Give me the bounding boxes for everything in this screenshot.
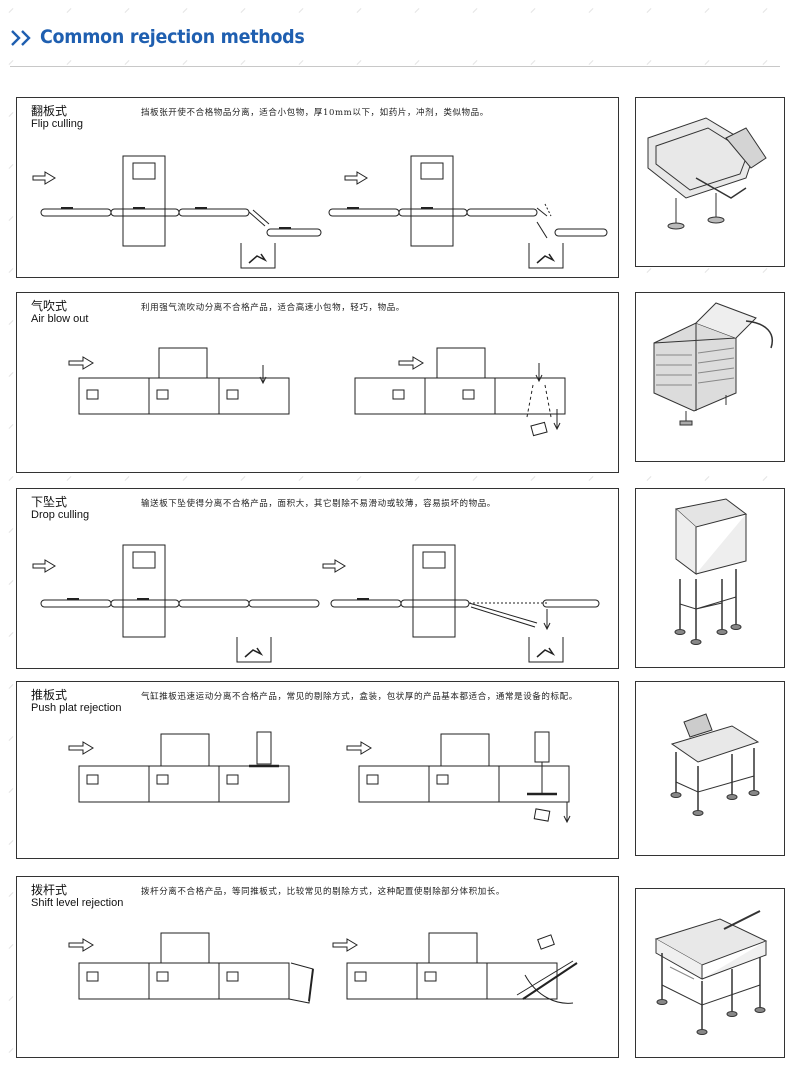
- feed-arrow-icon: [68, 741, 94, 755]
- shift-lever-machine-photo: [635, 888, 785, 1058]
- method-name-cn: 翻板式: [31, 104, 68, 118]
- method-name-en: Drop culling: [31, 509, 90, 521]
- method-name-cn: 推板式: [31, 688, 68, 702]
- section-drop-culling: 下坠式 Drop culling 输送板下坠使得分离不合格产品，面积大，其它剔除…: [16, 488, 619, 669]
- section-flip-culling: 翻板式 Flip culling 挡板张开使不合格物品分离，适合小包物，厚10m…: [16, 97, 619, 278]
- background-dash: [8, 424, 14, 429]
- feed-arrow-icon: [68, 938, 94, 952]
- background-dash: [646, 476, 652, 481]
- flip-culling-machine-photo: [635, 97, 785, 267]
- drop-culling-diagram: [32, 544, 600, 663]
- method-description: 输送板下坠使得分离不合格产品，面积大，其它剔除不易滑动或较薄，容易损坏的物品。: [141, 499, 496, 509]
- feed-arrow-icon: [398, 356, 424, 370]
- method-description: 拨杆分离不合格产品，等同推板式，比较常见的剔除方式，这种配置使剔除部分体积加长。: [141, 887, 506, 897]
- background-dash: [530, 476, 536, 481]
- air-blow-diagram: [68, 347, 566, 437]
- shift-lever-diagram: [68, 932, 578, 1004]
- feed-arrow-icon: [32, 171, 56, 185]
- section-air-blow-out: 气吹式 Air blow out 利用强气流吹动分离不合格产品，适合高速小包物，…: [16, 292, 619, 473]
- background-dash: [8, 944, 14, 949]
- background-dash: [8, 528, 14, 533]
- feed-arrow-icon: [322, 559, 346, 573]
- background-dash: [8, 736, 14, 741]
- background-dash: [8, 996, 14, 1001]
- method-name-en: Push plat rejection: [31, 702, 122, 714]
- background-dash: [66, 476, 72, 481]
- background-dash: [8, 216, 14, 221]
- background-dash: [124, 476, 130, 481]
- method-name-cn: 下坠式: [31, 495, 68, 509]
- page-title: Common rejection methods: [40, 26, 305, 48]
- background-dash: [356, 476, 362, 481]
- feed-arrow-icon: [346, 741, 372, 755]
- section-push-plat-rejection: 推板式 Push plat rejection 气缸推板迅速运动分离不合格产品，…: [16, 681, 619, 859]
- background-dash: [704, 476, 710, 481]
- flip-culling-diagram: [32, 155, 608, 269]
- push-plate-diagram: [68, 731, 571, 824]
- feed-arrow-icon: [332, 938, 358, 952]
- background-dash: [8, 372, 14, 377]
- method-name-en: Flip culling: [31, 118, 83, 130]
- method-description: 挡板张开使不合格物品分离，适合小包物，厚10mm以下，如药片，冲剂，类似物品。: [141, 108, 489, 118]
- method-name-cn: 拨杆式: [31, 883, 68, 897]
- background-dash: [8, 840, 14, 845]
- background-dash: [8, 320, 14, 325]
- page-header: Common rejection methods: [0, 0, 800, 80]
- background-dash: [588, 476, 594, 481]
- background-dash: [8, 684, 14, 689]
- air-blow-machine-photo: [635, 292, 785, 462]
- background-dash: [8, 632, 14, 637]
- background-dash: [240, 476, 246, 481]
- background-dash: [8, 788, 14, 793]
- method-description: 气缸推板迅速运动分离不合格产品，常见的剔除方式，盒装，包状厚的产品基本都适合，通…: [141, 692, 578, 702]
- feed-arrow-icon: [68, 356, 94, 370]
- double-chevron-icon: [11, 30, 31, 46]
- background-dash: [8, 164, 14, 169]
- method-name-en: Shift level rejection: [31, 897, 124, 909]
- background-dash: [8, 892, 14, 897]
- background-dash: [8, 476, 14, 481]
- background-dash: [762, 268, 768, 273]
- background-dash: [8, 580, 14, 585]
- method-description: 利用强气流吹动分离不合格产品，适合高速小包物，轻巧，物品。: [141, 303, 405, 313]
- background-dash: [8, 268, 14, 273]
- background-dash: [8, 1048, 14, 1053]
- feed-arrow-icon: [344, 171, 368, 185]
- background-dash: [8, 112, 14, 117]
- drop-culling-machine-photo: [635, 488, 785, 668]
- method-name-en: Air blow out: [31, 313, 89, 325]
- method-name-cn: 气吹式: [31, 299, 68, 313]
- header-divider: [10, 66, 780, 67]
- background-dash: [182, 476, 188, 481]
- background-dash: [298, 476, 304, 481]
- background-dash: [762, 476, 768, 481]
- background-dash: [414, 476, 420, 481]
- background-dash: [472, 476, 478, 481]
- section-shift-level-rejection: 拨杆式 Shift level rejection 拨杆分离不合格产品，等同推板…: [16, 876, 619, 1058]
- background-dash: [704, 268, 710, 273]
- background-dash: [646, 268, 652, 273]
- feed-arrow-icon: [32, 559, 56, 573]
- push-plate-machine-photo: [635, 681, 785, 856]
